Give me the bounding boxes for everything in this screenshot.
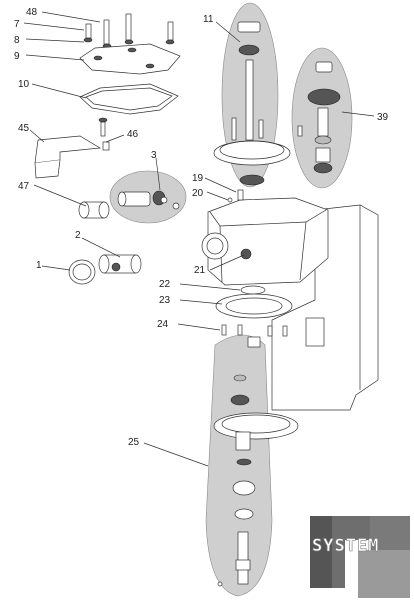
sleeve-part-47 [78, 201, 110, 219]
system-logo: SYSTEM [310, 516, 410, 598]
top-cover-group [79, 13, 181, 115]
rear-column [271, 204, 379, 411]
logo-text: SYSTEM [312, 536, 379, 556]
small-parts-19-20 [227, 189, 244, 203]
screw-part-48 [103, 19, 110, 45]
gearbox-body [207, 197, 329, 286]
coupling-group-3 [117, 190, 180, 210]
callout-10: 10 [18, 79, 30, 90]
callout-labels: 48 7 8 9 10 11 39 45 46 3 47 19 20 2 1 2… [14, 7, 389, 448]
bracket-part-45 [34, 135, 102, 164]
callout-46: 46 [127, 129, 139, 140]
callout-2: 2 [75, 230, 81, 241]
screw-part-46 [100, 121, 106, 137]
lower-shaft-assembly-25 [213, 336, 299, 587]
callout-19: 19 [192, 173, 204, 184]
callout-8: 8 [14, 35, 20, 46]
bracket-group-45 [34, 117, 110, 179]
callout-47: 47 [18, 181, 30, 192]
callout-7: 7 [14, 19, 20, 30]
callout-45: 45 [18, 123, 30, 134]
screws-part-24 [221, 324, 288, 337]
callout-11: 11 [203, 14, 214, 25]
callout-3: 3 [151, 150, 157, 161]
callout-9: 9 [14, 51, 20, 62]
main-housing [201, 197, 379, 411]
callout-20: 20 [192, 188, 204, 199]
callout-24: 24 [157, 319, 169, 330]
gear-assembly-39 [297, 61, 341, 174]
ring-part-22 [240, 285, 266, 295]
callout-22: 22 [159, 279, 171, 290]
sleeve-part-2 [98, 254, 142, 274]
callout-39: 39 [377, 112, 389, 123]
screw-part-7 [85, 23, 92, 39]
leader-lines [23, 11, 375, 467]
screw-part-48c [167, 21, 174, 41]
callout-25: 25 [128, 437, 140, 448]
callout-23: 23 [159, 295, 171, 306]
screw-part-48b [125, 13, 132, 41]
group-25-highlight [205, 334, 273, 597]
cap-part-1 [68, 259, 96, 285]
ring-gear-part-23 [215, 293, 293, 319]
callout-48: 48 [26, 7, 38, 18]
planet-gear-25 [213, 412, 299, 440]
callout-1: 1 [36, 260, 42, 271]
callout-21: 21 [194, 265, 206, 276]
cover-plate-part-9 [79, 43, 181, 75]
shaft-assembly-11 [213, 21, 291, 186]
